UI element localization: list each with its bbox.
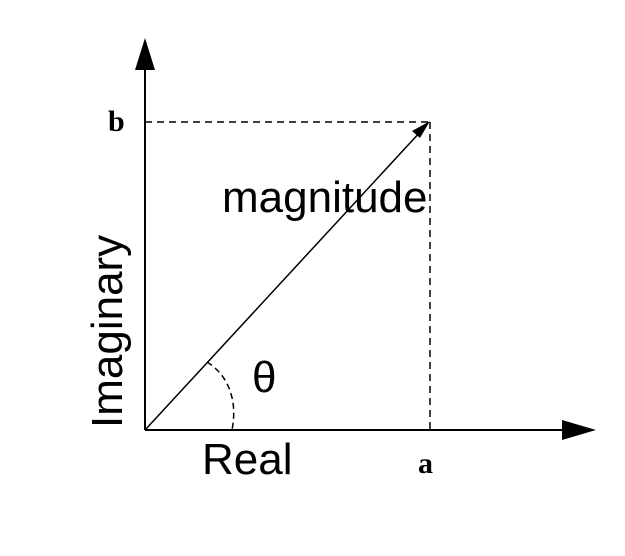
real-axis-arrowhead: [562, 420, 596, 440]
point-y-label: b: [108, 105, 125, 138]
angle-arc: [206, 361, 235, 431]
magnitude-vector-line: [144, 129, 423, 431]
imaginary-axis-label: Imaginary: [83, 235, 132, 428]
angle-theta-label: θ: [252, 353, 276, 402]
imaginary-axis-arrowhead: [135, 38, 155, 70]
real-axis-label: Real: [202, 435, 293, 484]
point-x-label: a: [418, 447, 433, 480]
magnitude-vector-arrowhead: [412, 121, 430, 138]
magnitude-label: magnitude: [222, 173, 427, 222]
